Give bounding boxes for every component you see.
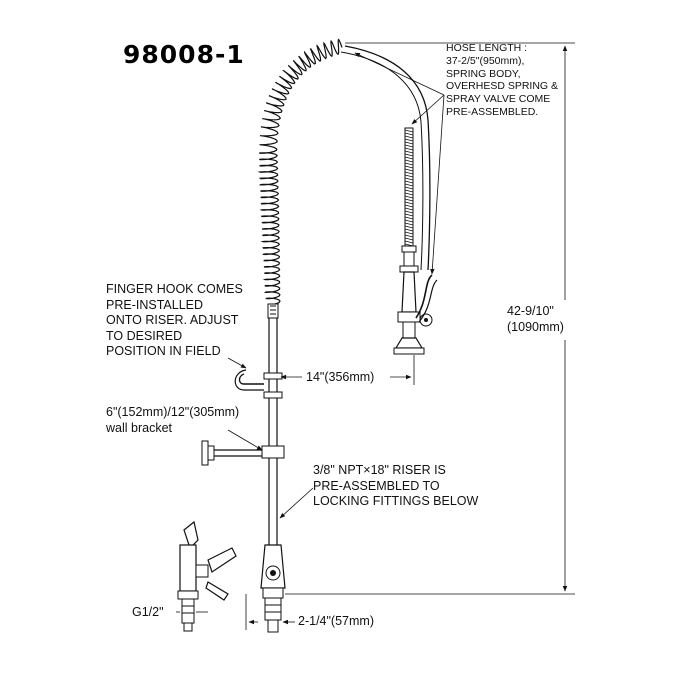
wall-bracket-note: 6"(152mm)/12"(305mm) wall bracket [106,405,240,435]
inlet-dimension [245,594,295,630]
height-dimension-label: 42-9/10" (1090mm) [507,304,564,334]
model-number: 98008-1 [123,40,245,69]
thread-dimension-label: G1/2" [132,605,164,619]
height-dimension [285,42,575,595]
deck-faucet [177,520,237,632]
reach-dimension-label: 14"(356mm) [306,370,375,384]
finger-hook [234,369,283,399]
wall-bracket [201,440,285,466]
overhead-spring [257,38,343,306]
reach-dimension [280,355,415,385]
spray-valve-spring [399,127,419,273]
spray-valve [393,271,438,355]
riser-pipe [267,303,279,545]
flexible-hose [344,45,431,271]
locking-fittings [260,544,286,633]
riser-note: 3/8" NPT×18" RISER IS PRE-ASSEMBLED TO L… [313,463,479,508]
finger-hook-note: FINGER HOOK COMES PRE-INSTALLED ONTO RIS… [106,282,243,358]
hose-length-note: HOSE LENGTH : 37-2/5"(950mm), SPRING BOD… [446,42,559,118]
leader-lines [227,52,445,519]
inlet-dimension-label: 2-1/4"(57mm) [298,614,374,628]
